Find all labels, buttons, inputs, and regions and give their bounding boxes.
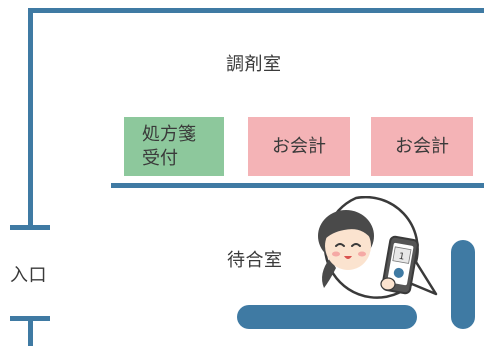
prescription-counter-line2: 受付 (142, 147, 178, 169)
right-cheek (358, 251, 366, 257)
waiting-room-label: 待合室 (227, 250, 283, 271)
waiting-bench-vertical (451, 240, 475, 329)
left-eye (335, 243, 345, 247)
entrance-label: 入口 (10, 265, 47, 286)
payment-counter-1-label: お会計 (272, 135, 326, 157)
counter-wall (111, 183, 484, 188)
entrance-upper-post (10, 225, 50, 230)
phone-number: 1 (398, 252, 405, 263)
payment-counter-2-label: お会計 (395, 135, 449, 157)
bangs (324, 215, 372, 240)
hand (380, 277, 396, 291)
phone-button (393, 267, 404, 278)
prescription-counter-line1: 処方箋 (142, 123, 196, 145)
prescription-counter: 処方箋 受付 (124, 117, 224, 176)
woman-with-phone-illustration: 1 (318, 196, 438, 299)
left-wall-lower (28, 316, 33, 346)
payment-counter-1: お会計 (248, 117, 350, 176)
face (325, 222, 371, 270)
mouth (344, 256, 352, 259)
waiting-bench-horizontal (237, 305, 417, 329)
right-eye (351, 243, 361, 247)
dispensary-label: 調剤室 (226, 54, 282, 75)
top-wall (28, 8, 484, 13)
ponytail (322, 258, 336, 288)
payment-counter-2: お会計 (371, 117, 473, 176)
left-cheek (332, 251, 340, 257)
left-wall-upper (28, 8, 33, 230)
